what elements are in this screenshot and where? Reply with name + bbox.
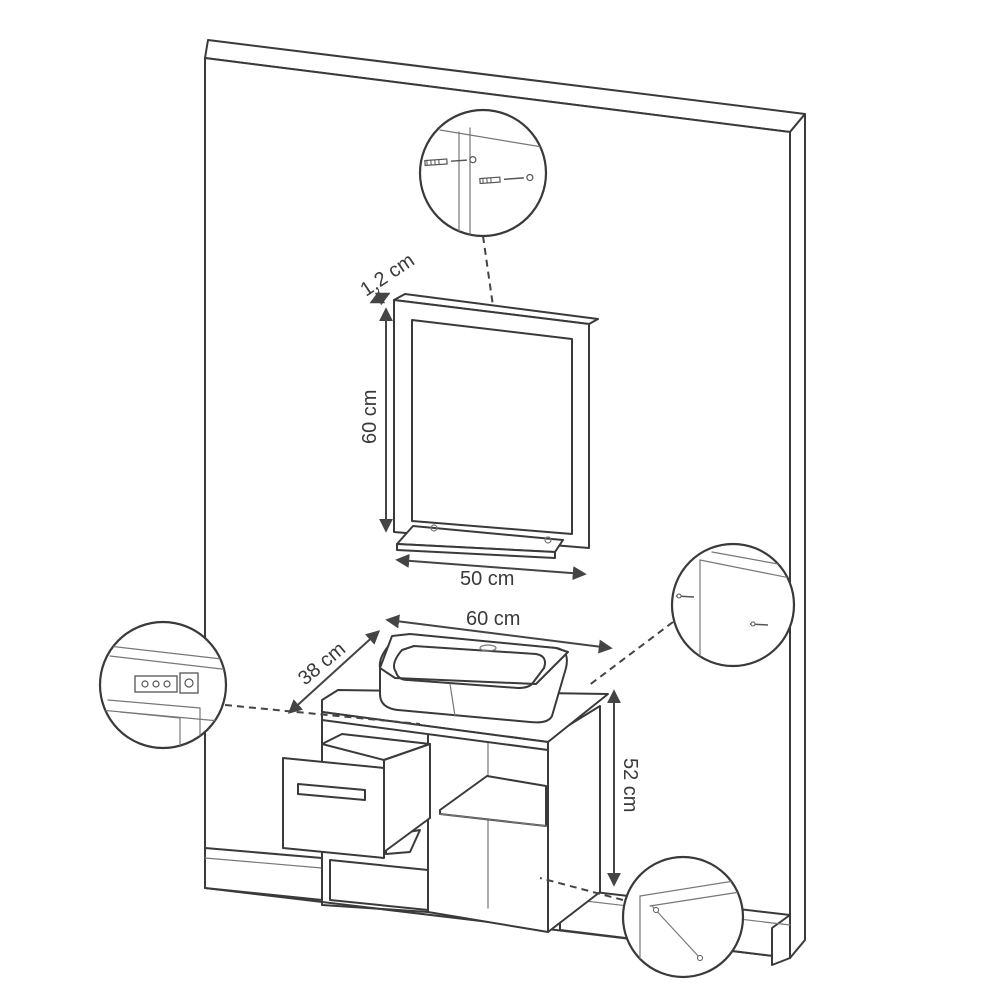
cabinet	[321, 689, 609, 933]
dim-mirror-height: 60 cm	[359, 390, 381, 444]
screw-anchor-icon	[670, 542, 796, 668]
dim-mirror-width: 50 cm	[460, 568, 514, 590]
dim-cabinet-width: 60 cm	[466, 608, 520, 630]
hinge-icon	[621, 855, 745, 979]
vessel-sink	[378, 633, 569, 724]
open-drawer	[282, 733, 431, 859]
callout-leaders	[224, 235, 674, 901]
dim-cabinet-height: 52 cm	[619, 758, 641, 812]
bracket-icon	[98, 620, 228, 750]
dimension-lines	[287, 290, 621, 887]
mirror	[393, 293, 599, 549]
screw-anchor-icon	[418, 108, 548, 238]
